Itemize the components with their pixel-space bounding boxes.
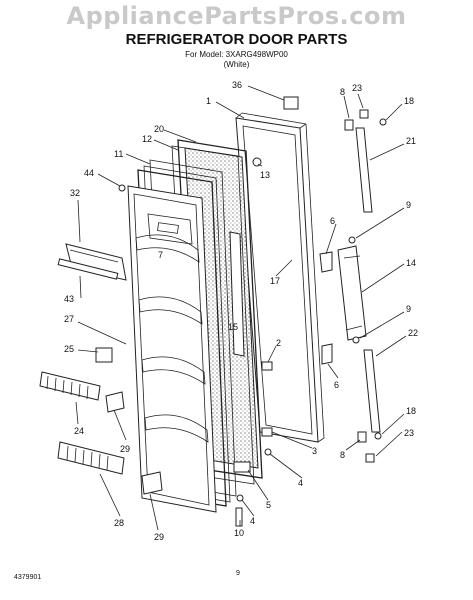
callout-17: 17 — [270, 276, 280, 286]
callout-6-upper: 6 — [330, 216, 335, 226]
door-handle-channel — [229, 231, 245, 357]
callout-9-upper: 9 — [406, 200, 411, 210]
callout-10: 10 — [234, 528, 244, 538]
callout-5: 5 — [266, 500, 271, 510]
dairy-door — [57, 243, 127, 281]
callout-18-lower: 18 — [406, 406, 416, 416]
part-2 — [261, 361, 273, 371]
callout-43: 43 — [64, 294, 74, 304]
callout-18-upper: 18 — [404, 96, 414, 106]
part-10 — [235, 507, 243, 527]
door-bin-28 — [57, 441, 125, 475]
callout-13: 13 — [260, 170, 270, 180]
watermark: AppliancePartsPros.com — [66, 2, 407, 30]
callout-44: 44 — [84, 168, 94, 178]
callout-14: 14 — [406, 258, 416, 268]
cap-36 — [283, 96, 299, 110]
callout-27: 27 — [64, 314, 74, 324]
callout-7: 7 — [158, 250, 163, 260]
callout-4-lower: 4 — [250, 516, 255, 526]
screw-4a — [264, 448, 272, 456]
callout-32: 32 — [70, 188, 80, 198]
plug-13 — [252, 157, 262, 167]
callout-23-upper: 23 — [352, 83, 362, 93]
bracket-25 — [95, 347, 113, 363]
callout-28: 28 — [114, 518, 124, 528]
callout-4-upper: 4 — [298, 478, 303, 488]
callout-20: 20 — [154, 124, 164, 134]
footer-part-number: 4379901 — [14, 574, 42, 581]
callout-1: 1 — [206, 96, 211, 106]
part-3 — [261, 427, 273, 437]
callout-9-lower: 9 — [406, 304, 411, 314]
bin-endcap-29b — [141, 471, 163, 495]
screw-4b — [236, 494, 244, 502]
color-line: (White) — [223, 60, 250, 69]
hinge-5 — [233, 461, 251, 473]
callout-29-lower: 29 — [154, 532, 164, 542]
leader-lines — [75, 85, 407, 531]
callout-6-lower: 6 — [334, 380, 339, 390]
diagram-title: REFRIGERATOR DOOR PARTS — [125, 31, 348, 48]
callout-11: 11 — [114, 149, 123, 159]
callout-15: 15 — [228, 322, 238, 332]
callout-3: 3 — [312, 446, 317, 456]
callout-24: 24 — [74, 426, 84, 436]
callout-21: 21 — [406, 136, 416, 146]
footer-page-number: 9 — [236, 570, 240, 577]
callout-2: 2 — [276, 338, 281, 348]
screw-44 — [118, 184, 126, 192]
door-bin-24 — [39, 371, 101, 401]
callout-12: 12 — [142, 134, 152, 144]
callout-25: 25 — [64, 344, 74, 354]
callout-labels: 36 1 20 12 11 44 32 7 13 17 43 27 15 25 … — [64, 80, 418, 542]
callout-8-upper: 8 — [340, 87, 345, 97]
door-liner — [127, 185, 217, 513]
callout-8-lower: 8 — [340, 450, 345, 460]
callout-29-upper: 29 — [120, 444, 130, 454]
bin-endcap-29a — [105, 391, 125, 413]
callout-22: 22 — [408, 328, 418, 338]
callout-23-lower: 23 — [404, 428, 414, 438]
model-line: For Model: 3XARG498WP00 — [185, 50, 288, 59]
handle-assembly — [319, 109, 387, 463]
callout-36: 36 — [232, 80, 242, 90]
